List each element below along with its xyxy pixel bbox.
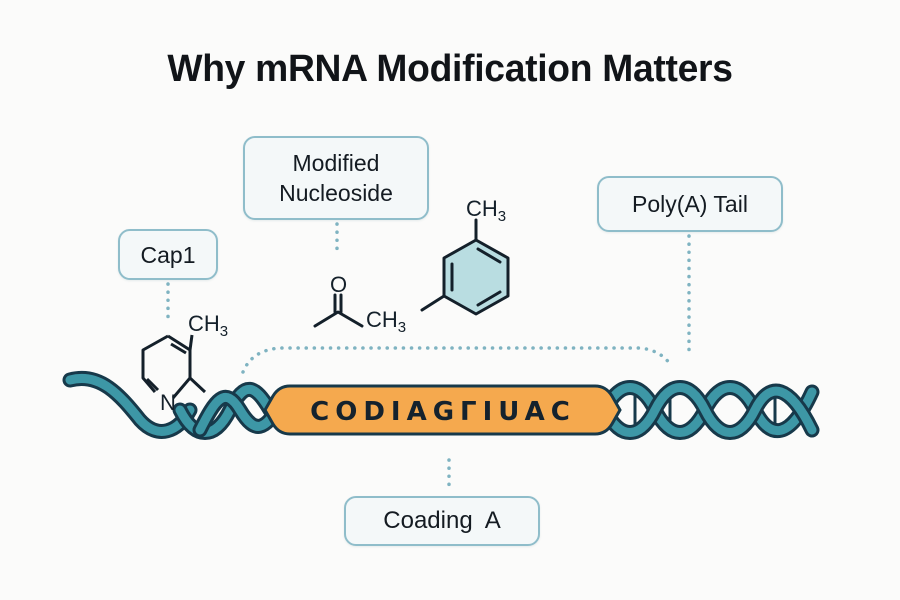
label-coding: Coading A — [344, 496, 540, 546]
coding-region-capsule — [263, 384, 622, 436]
helix-right — [597, 380, 820, 440]
coding-sequence: CODIAGΓIUAC — [310, 397, 576, 427]
nucleoside-methyl-top: CH3 — [466, 196, 506, 225]
methyl-top-sub: 3 — [498, 208, 506, 225]
methyl-chain-ch: CH — [366, 307, 398, 332]
connector-arc — [241, 346, 672, 374]
coding-region: CODIAGΓIUAC — [263, 384, 622, 436]
label-cap1-text: Cap1 — [140, 241, 196, 268]
cap-methyl-ch: CH — [188, 311, 220, 336]
label-coding-text: Coading A — [383, 507, 501, 534]
nucleoside-structure — [313, 218, 510, 328]
cap-methyl-sub: 3 — [220, 323, 228, 340]
benzene-ring — [442, 238, 510, 316]
helix-left — [172, 381, 288, 440]
single-strand-5prime — [62, 371, 198, 439]
nucleoside-carbonyl-o: O — [330, 272, 347, 297]
label-cap1: Cap1 — [118, 229, 218, 280]
connectors — [166, 222, 691, 494]
label-modified-line1: Modified — [292, 150, 380, 176]
cap-structure — [141, 334, 207, 399]
label-poly-a-tail: Poly(A) Tail — [597, 176, 783, 232]
methyl-top-ch: CH — [466, 196, 498, 221]
nucleoside-methyl-chain: CH3 — [366, 307, 406, 336]
cap-nitrogen-label: N — [160, 390, 176, 415]
methyl-chain-sub: 3 — [398, 319, 406, 336]
label-poly-a-text: Poly(A) Tail — [632, 191, 748, 217]
page-title: Why mRNA Modification Matters — [167, 48, 733, 90]
label-modified-nucleoside: Modified Nucleoside — [243, 136, 429, 220]
cap-methyl-label: CH3 — [188, 311, 228, 340]
label-modified-line2: Nucleoside — [279, 180, 393, 206]
